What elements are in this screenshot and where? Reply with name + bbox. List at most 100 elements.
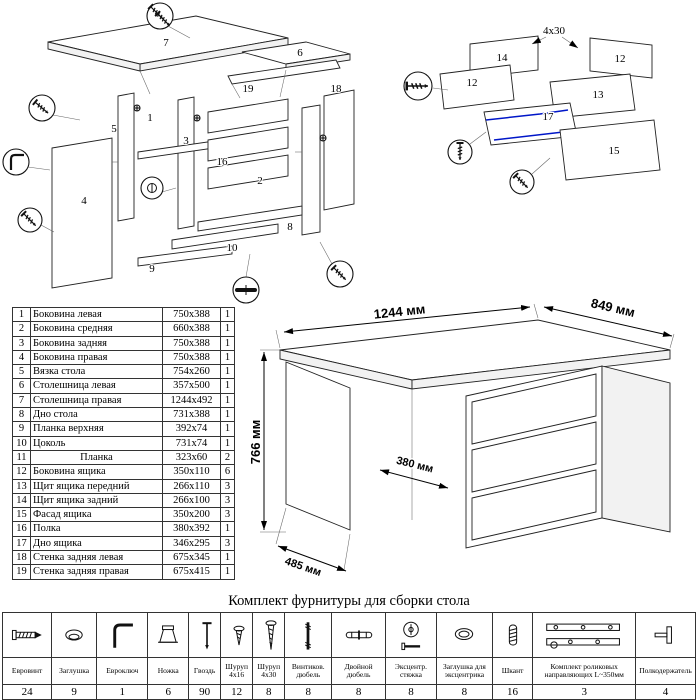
part-label: 12 [467,77,478,89]
part-label: 9 [149,263,155,275]
part-number: 18 [12,550,31,566]
dimension-line-inner [379,469,449,489]
tabletop-right-panel [47,15,289,72]
callout-circle [2,148,30,176]
hardware-name: Гвоздь [188,657,222,685]
part-number: 4 [12,349,31,366]
part-name: Цоколь [30,435,163,451]
parts-table-row: 19 Стенка задняя правая 675x415 1 [12,564,235,580]
part-qty: 1 [220,335,235,351]
part-qty: 1 [220,364,235,380]
part-label: 8 [287,221,293,233]
part-size: 350x200 [162,507,221,523]
parts-table-row: 2 Боковина средняя 660x388 1 [12,321,235,337]
part-number: 6 [12,378,31,394]
hardware-qty: 8 [284,684,333,700]
hardware-table: Евровинт Заглушка Евроключ Ножка Гвоздь … [1,612,696,700]
part-name: Боковина средняя [30,321,163,337]
drawer-front [471,469,597,541]
nail-icon [202,622,212,650]
cap-icon [65,629,83,641]
hardware-name: Евроключ [96,657,149,685]
part-name: Фасад ящика [30,507,163,523]
part-size: 266x100 [162,492,221,509]
wood-dowel-icon [508,624,517,646]
drawer-front [471,373,597,445]
cam-lock-icon [147,183,157,193]
part-size: 346x295 [162,535,221,552]
part-name: Стенка задняя левая [30,550,163,566]
side-panel-middle [117,92,135,222]
part-qty: 3 [220,535,235,552]
part-name: Столешница правая [30,392,163,409]
parts-table-row: 1 Боковина левая 750x388 1 [12,306,235,323]
part-qty: 1 [220,349,235,366]
part-size: 750x388 [162,335,221,351]
hardware-qty: 24 [1,684,53,700]
dimension-height: 766 мм [250,420,263,465]
part-label: 16 [217,156,229,168]
part-size: 660x388 [162,321,221,337]
part-number: 16 [12,521,31,537]
part-number: 19 [12,564,31,580]
part-qty: 1 [220,392,235,409]
drawer-runner-highlight [493,130,573,141]
part-size: 675x415 [162,564,221,580]
hardware-qty: 4 [635,684,696,700]
hardware-labels-row: Евровинт Заглушка Евроключ Ножка Гвоздь … [1,657,696,685]
side-panel-right [301,104,321,236]
parts-table: 1 Боковина левая 750x388 1 2 Боковина ср… [12,306,235,580]
parts-table-row: 15 Фасад ящика 350x200 3 [12,507,235,523]
parts-table-row: 9 Планка верхняя 392x74 1 [12,421,235,437]
part-size: 1244x492 [162,392,221,409]
parts-table-row: 13 Щит ящика передний 266x110 3 [12,478,235,494]
part-qty: 2 [220,449,235,466]
part-size: 357x500 [162,378,221,394]
side-panel-back [177,96,195,230]
desk-left-side-panel [285,361,351,531]
parts-table-row: 6 Столешница левая 357x500 1 [12,378,235,394]
bottom-panel [197,205,303,232]
part-number: 8 [12,407,31,423]
parts-table-row: 12 Боковина ящика 350x110 6 [12,464,235,480]
parts-table-row: 16 Полка 380x392 1 [12,521,235,537]
cam-cap-icon [455,628,474,641]
hardware-qty: 9 [51,684,98,700]
part-size: 731x388 [162,407,221,423]
part-name: Боковина левая [30,306,163,323]
part-size: 380x392 [162,521,221,537]
part-name: Щит ящика передний [30,478,163,494]
parts-table-row: 5 Вязка стола 754x260 1 [12,364,235,380]
part-name: Дно стола [30,407,163,423]
part-size: 754x260 [162,364,221,380]
desk-body [279,319,671,549]
part-qty: 1 [220,321,235,337]
hardware-name: Полкодержатель [635,657,696,685]
fastener-callouts [2,2,354,304]
dimension-depth: 849 мм [590,295,637,320]
part-number-labels: 14 12 12 13 17 15 4x30 [466,24,627,158]
hardware-name: Ножка [147,657,190,685]
hardware-name: Евровинт [1,657,53,685]
euroscrew-icon [12,629,42,641]
dimension-line-width [283,304,531,335]
part-name: Планка верхняя [30,421,163,437]
part-name: Вязка стола [30,364,163,380]
part-qty: 1 [220,378,235,394]
screw-4x30-icon [265,620,277,650]
drawer-side-panel [589,37,653,79]
parts-table-row: 11 Планка 323x60 2 [12,449,235,466]
screw-note-arrows [531,36,579,49]
hardware-name: Винтиков. дюбель [284,657,333,685]
exploded-view-desk: 7 6 19 18 5 3 16 2 1 4 8 10 9 [2,2,355,304]
part-number: 15 [12,507,31,523]
part-number: 3 [12,335,31,351]
part-number: 2 [12,321,31,337]
part-label: 2 [257,175,263,187]
part-number: 14 [12,492,31,509]
hardware-qty-row: 24 9 1 6 90 12 8 8 8 8 8 16 3 4 [1,684,696,700]
part-qty: 3 [220,492,235,509]
hexkey-icon [113,623,134,648]
parts-table-row: 4 Боковина правая 750x388 1 [12,349,235,366]
part-name: Боковина задняя [30,335,163,351]
